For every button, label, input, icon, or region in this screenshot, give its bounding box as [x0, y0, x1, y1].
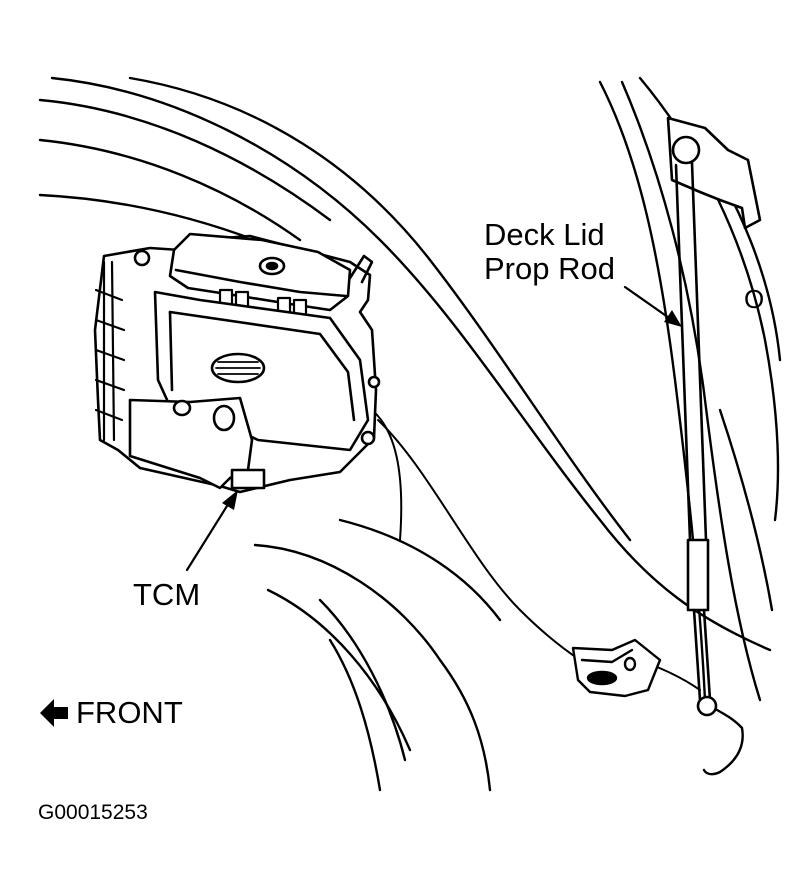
o-mark-label: O: [744, 284, 765, 314]
figure-id: G00015253: [38, 801, 148, 824]
deck-lid-prop-rod-label: Deck Lid Prop Rod: [484, 218, 615, 286]
tcm-label: TCM: [133, 577, 201, 612]
wiring-harness: [372, 410, 700, 690]
harness-bracket: [573, 640, 660, 696]
tcm-module: [95, 234, 379, 492]
deck-lid-prop-rod: [668, 118, 760, 715]
deck-lid-label-line1: Deck Lid: [484, 217, 605, 252]
body-contour-lines: [40, 78, 770, 790]
prop-rod-leader: [625, 287, 682, 327]
tcm-leader: [187, 490, 238, 570]
left-arrow-icon: [40, 699, 68, 727]
deck-lid-label-line2: Prop Rod: [484, 251, 615, 286]
front-label: FRONT: [76, 695, 183, 730]
